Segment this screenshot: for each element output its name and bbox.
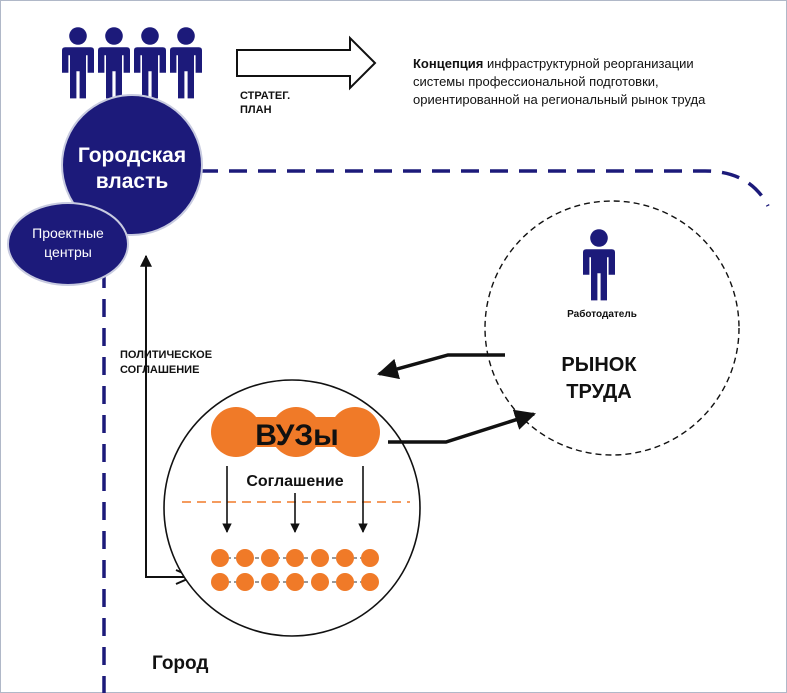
training-node xyxy=(336,549,354,567)
strategic-plan-label-1: СТРАТЕГ. xyxy=(240,90,290,102)
concept-text-line2: системы профессиональной подготовки, xyxy=(413,74,659,89)
universities-to-market-arrow xyxy=(388,409,537,444)
labor-market-circle xyxy=(484,200,740,456)
people-group xyxy=(62,27,202,99)
person-icon xyxy=(98,27,130,99)
training-node xyxy=(311,573,329,591)
training-node xyxy=(236,573,254,591)
project-centers-ellipse xyxy=(7,202,129,286)
city-power-label-2: власть xyxy=(96,170,169,193)
employer-label: Работодатель xyxy=(567,308,637,320)
university-blob-bar xyxy=(236,417,355,447)
political-agreement-label-2: СОГЛАШЕНИЕ xyxy=(120,364,199,376)
city-boundary xyxy=(200,169,770,207)
political-agreement-label-1: ПОЛИТИЧЕСКОЕ xyxy=(120,349,212,361)
project-centers-label-2: центры xyxy=(44,244,92,260)
training-node xyxy=(211,573,229,591)
city-power-label-1: Городская xyxy=(78,144,186,167)
strategic-plan-label-2: ПЛАН xyxy=(240,104,272,116)
training-node xyxy=(261,549,279,567)
person-icon xyxy=(134,27,166,99)
university-blobs xyxy=(211,407,380,457)
training-node xyxy=(286,549,304,567)
node-grid xyxy=(211,549,379,591)
training-node xyxy=(211,549,229,567)
training-node xyxy=(261,573,279,591)
concept-text-line1: Концепция инфраструктурной реорганизации xyxy=(413,56,694,71)
city-power-circle xyxy=(61,94,203,236)
strategic-plan-arrow xyxy=(236,35,377,91)
training-node xyxy=(311,549,329,567)
political-agreement-arrow xyxy=(140,254,192,578)
agreement-label: Соглашение xyxy=(246,473,343,490)
training-node xyxy=(361,549,379,567)
labor-market-label-2: ТРУДА xyxy=(566,381,631,403)
training-node xyxy=(286,573,304,591)
city-label: Город xyxy=(152,653,208,674)
project-centers-label-1: Проектные xyxy=(32,225,104,241)
agreement-arrows xyxy=(222,466,368,533)
person-icon xyxy=(170,27,202,99)
person-icon xyxy=(62,27,94,99)
concept-text-line3: ориентированной на региональный рынок тр… xyxy=(413,92,706,107)
market-to-universities-arrow xyxy=(376,353,505,380)
labor-market-label-1: РЫНОК xyxy=(561,354,637,376)
training-node xyxy=(361,573,379,591)
universities-title: ВУЗы xyxy=(255,419,339,452)
training-node xyxy=(336,573,354,591)
training-node xyxy=(236,549,254,567)
